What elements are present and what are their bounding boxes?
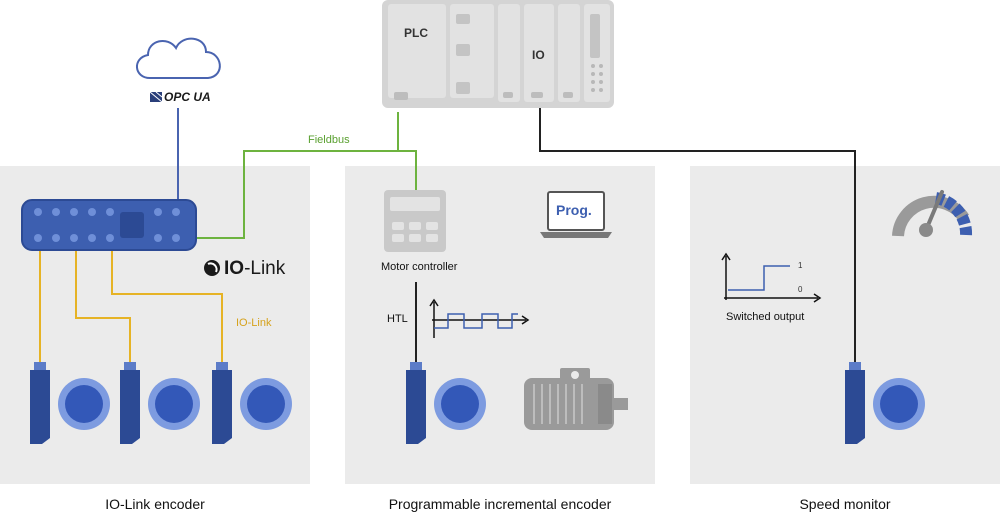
- electric-motor-icon: [524, 368, 628, 430]
- level-high-label: 1: [798, 261, 803, 270]
- programmable-encoder-caption: Programmable incremental encoder: [388, 496, 612, 512]
- io-signal-wire: [539, 108, 856, 368]
- cloud-icon: [136, 37, 221, 79]
- htl-signal-chart: [429, 298, 530, 338]
- switched-output-label: Switched output: [726, 311, 805, 323]
- io-link-encoder-3: [212, 362, 292, 444]
- io-link-master-hub: [21, 199, 197, 251]
- programmable-encoder: [406, 362, 486, 444]
- opc-ua-label: OPC UA: [164, 90, 211, 104]
- io-link-wire-2: [75, 250, 131, 365]
- level-low-label: 0: [798, 285, 803, 294]
- io-link-logo-rest: -Link: [244, 258, 286, 279]
- opc-ua-logo: [149, 91, 163, 103]
- laptop-icon: [540, 191, 612, 238]
- io-link-wire-3: [111, 250, 223, 365]
- speed-monitor-caption: Speed monitor: [799, 496, 891, 512]
- io-link-encoder-1: [30, 362, 110, 444]
- fieldbus-branch-wire: [398, 150, 417, 190]
- io-link-logo-bold: IO: [224, 258, 245, 279]
- plc-io-label: IO: [532, 48, 545, 62]
- fieldbus-label: Fieldbus: [308, 134, 350, 146]
- io-link-encoder-2: [120, 362, 200, 444]
- plc-rack: [382, 0, 614, 108]
- speedometer-icon: [892, 190, 973, 237]
- speed-monitor-encoder: [845, 362, 925, 444]
- io-link-cable-label: IO-Link: [236, 317, 272, 329]
- plc-label: PLC: [404, 26, 428, 40]
- laptop-screen-text: Prog.: [556, 202, 592, 218]
- motor-controller-label: Motor controller: [381, 261, 458, 273]
- io-link-logo-icon: [204, 260, 220, 276]
- io-link-logo: IO-Link: [224, 258, 285, 280]
- switched-output-chart: [721, 252, 822, 303]
- io-link-encoder-caption: IO-Link encoder: [105, 496, 205, 512]
- fieldbus-wire: [196, 112, 399, 239]
- htl-label: HTL: [387, 313, 408, 325]
- motor-controller: [384, 190, 446, 252]
